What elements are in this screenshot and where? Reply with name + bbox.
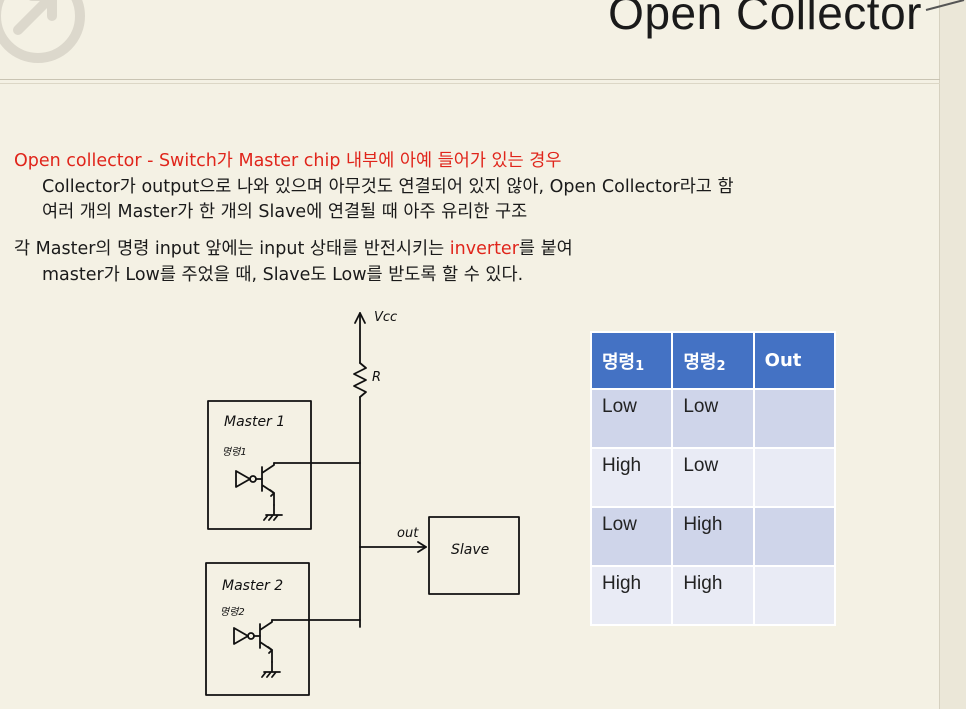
table-row: Low High bbox=[589, 506, 837, 567]
table-row: Low Low bbox=[589, 388, 837, 449]
inverter-text-pre: 각 Master의 명령 input 앞에는 input 상태를 반전시키는 bbox=[14, 239, 450, 259]
slide-edge bbox=[939, 0, 966, 709]
corner-decoration bbox=[925, 0, 965, 11]
slave-box bbox=[428, 516, 520, 595]
master1-inverter-icon bbox=[235, 470, 251, 488]
master2-cmd-label: 명령2 bbox=[220, 606, 245, 618]
master2-transistor-icon bbox=[259, 619, 273, 663]
vcc-label: Vcc bbox=[374, 310, 397, 325]
master1-label: Master 1 bbox=[224, 414, 285, 430]
slide-title: Open Collector bbox=[608, 0, 922, 39]
table-cell: Low bbox=[671, 447, 755, 508]
table-row: High Low bbox=[589, 447, 837, 508]
title-divider-secondary bbox=[0, 83, 940, 84]
table-cell bbox=[752, 447, 837, 508]
master1-ground-icon bbox=[263, 504, 283, 521]
master1-cmd-label: 명령1 bbox=[222, 446, 247, 458]
header-out: Out bbox=[752, 331, 837, 390]
out-label: out bbox=[397, 526, 419, 541]
table-cell: Low bbox=[589, 506, 674, 567]
table-cell: High bbox=[589, 447, 674, 508]
master2-inverter-icon bbox=[233, 627, 249, 645]
resistor-label: R bbox=[372, 370, 381, 385]
inverter-keyword: inverter bbox=[449, 239, 519, 259]
master2-box bbox=[205, 562, 310, 696]
out-arrow-icon bbox=[417, 541, 427, 553]
inverter-text-post: 를 붙여 bbox=[518, 239, 573, 259]
bullet-slave-low: master가 Low를 주었을 때, Slave도 Low를 받도록 할 수 … bbox=[42, 265, 524, 285]
table-cell: Low bbox=[671, 388, 755, 449]
table-row: High High bbox=[589, 565, 837, 626]
table-cell: High bbox=[589, 565, 674, 626]
table-cell: Low bbox=[589, 388, 674, 449]
table-cell bbox=[752, 388, 837, 449]
master2-ground-icon bbox=[261, 661, 281, 678]
slave-label: Slave bbox=[451, 542, 489, 558]
logo-icon bbox=[0, 0, 85, 63]
table-cell: High bbox=[671, 506, 755, 567]
master1-box bbox=[207, 400, 312, 530]
resistor-icon bbox=[353, 362, 367, 398]
bullet-open-collector: Open collector - Switch가 Master chip 내부에… bbox=[14, 151, 562, 171]
truth-table: 명령1 명령2 Out Low Low High Low Low High Hi… bbox=[589, 331, 837, 626]
open-collector-circuit-diagram: Vcc R Master 1 명령1 Master 2 명령2 out Slav… bbox=[205, 310, 520, 696]
bullet-multi-master: 여러 개의 Master가 한 개의 Slave에 연결될 때 아주 유리한 구… bbox=[42, 202, 528, 222]
master1-transistor-icon bbox=[261, 462, 275, 506]
bullet-collector-output: Collector가 output으로 나와 있으며 아무것도 연결되어 있지 … bbox=[42, 177, 734, 197]
table-cell bbox=[752, 506, 837, 567]
table-header-row: 명령1 명령2 Out bbox=[589, 331, 837, 390]
header-cmd2: 명령2 bbox=[671, 331, 755, 390]
title-divider bbox=[0, 79, 940, 80]
table-cell: High bbox=[671, 565, 755, 626]
header-cmd1: 명령1 bbox=[589, 331, 674, 390]
table-cell bbox=[752, 565, 837, 626]
master2-label: Master 2 bbox=[222, 578, 283, 594]
bullet-inverter: 각 Master의 명령 input 앞에는 input 상태를 반전시키는 i… bbox=[14, 235, 573, 260]
